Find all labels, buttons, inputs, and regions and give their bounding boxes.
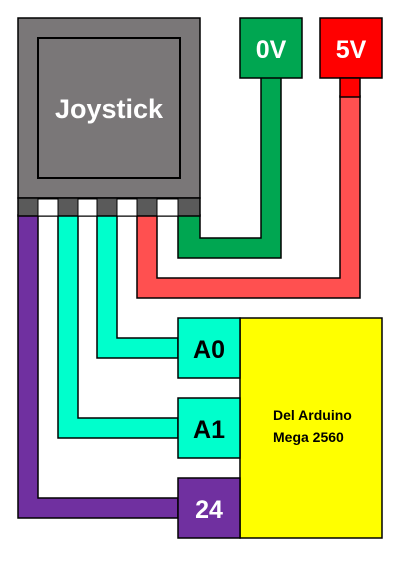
- ground-terminal: [239, 17, 303, 79]
- pin-a1-label: A1: [193, 416, 225, 444]
- joystick-inner: [37, 37, 181, 179]
- ground-label: 0V: [256, 36, 287, 64]
- arduino-board: [239, 317, 383, 539]
- joystick-label: Joystick: [55, 94, 164, 124]
- joystick-pin-strip: [17, 197, 201, 217]
- supply-label: 5V: [336, 36, 367, 64]
- pin-24-label: 24: [195, 496, 223, 524]
- joystick-pin-gap-4: [156, 198, 179, 217]
- pin-a0-box: [177, 317, 241, 379]
- pin-a0-label: A0: [193, 336, 225, 364]
- pin-24-box: [177, 477, 241, 539]
- arduino-label-line2: Mega 2560: [273, 429, 344, 445]
- joystick-pin-gap-3: [116, 198, 138, 217]
- arduino-label-line1: Del Arduino: [273, 407, 352, 423]
- joystick-pin-gap-1: [37, 198, 59, 217]
- pin-a1-box: [177, 397, 241, 459]
- supply-terminal: [319, 17, 383, 79]
- joystick-pin-gap-2: [77, 198, 98, 217]
- wire-a1: [57, 214, 179, 439]
- supply-terminal-tab: [339, 77, 361, 98]
